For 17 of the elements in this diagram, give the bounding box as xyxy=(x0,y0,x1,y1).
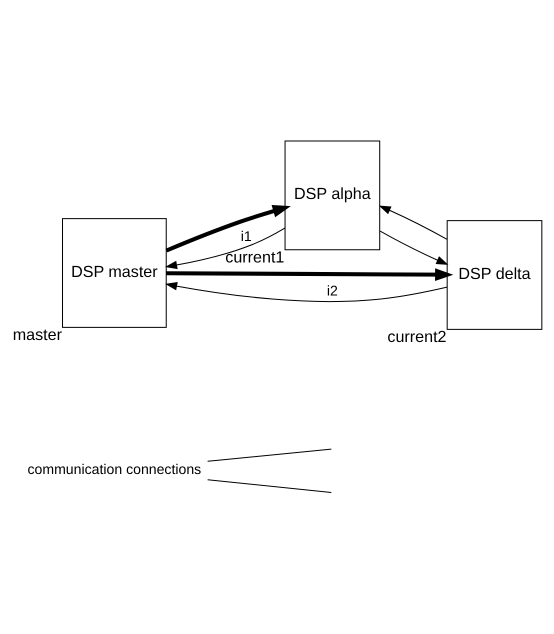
arrow xyxy=(380,230,448,265)
arrow xyxy=(165,282,448,302)
connector xyxy=(208,448,332,462)
arrow xyxy=(166,268,454,282)
arrow xyxy=(378,206,448,240)
node-label: current1 xyxy=(225,248,284,267)
arrow xyxy=(166,205,291,252)
edge-label: i2 xyxy=(326,282,338,298)
node-box: DSP delta xyxy=(446,220,542,330)
node-box: DSP alpha xyxy=(284,140,380,250)
node-box: DSP master xyxy=(62,218,167,328)
connector xyxy=(208,479,332,493)
edge-label: i1 xyxy=(240,228,252,244)
node-label: master xyxy=(12,326,62,344)
node-text: communication connections xyxy=(28,461,202,478)
arrow xyxy=(165,228,286,270)
node-label: current2 xyxy=(387,328,447,346)
